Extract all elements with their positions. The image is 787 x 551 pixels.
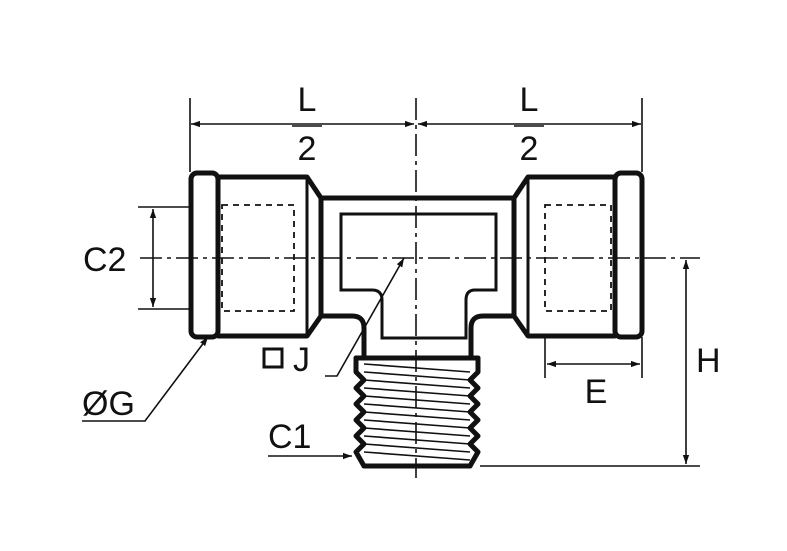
label-h: H bbox=[696, 342, 721, 380]
label-diameter-g: ØG bbox=[82, 385, 135, 423]
right-end-ring bbox=[612, 170, 645, 340]
hex-square-symbol bbox=[262, 347, 284, 369]
left-end-ring bbox=[188, 170, 221, 340]
label-l-left: L bbox=[298, 81, 317, 119]
right-port-bore bbox=[544, 204, 612, 312]
label-e: E bbox=[585, 373, 608, 411]
inner-tee-passage bbox=[339, 212, 498, 340]
center-body-bottom-right bbox=[468, 313, 517, 361]
male-thread bbox=[353, 355, 481, 469]
diameter-g-leader bbox=[82, 336, 209, 422]
left-body-outline bbox=[215, 174, 324, 339]
center-body-bottom-left bbox=[318, 313, 367, 361]
right-body-outline bbox=[511, 174, 618, 339]
label-c2: C2 bbox=[83, 241, 126, 279]
label-l-right: L bbox=[520, 81, 539, 119]
hex-j-leader bbox=[325, 257, 405, 377]
label-2-left: 2 bbox=[298, 130, 317, 168]
left-port-bore bbox=[221, 204, 295, 312]
label-2-right: 2 bbox=[520, 130, 539, 168]
label-j: J bbox=[293, 341, 310, 379]
label-c1: C1 bbox=[268, 418, 311, 456]
